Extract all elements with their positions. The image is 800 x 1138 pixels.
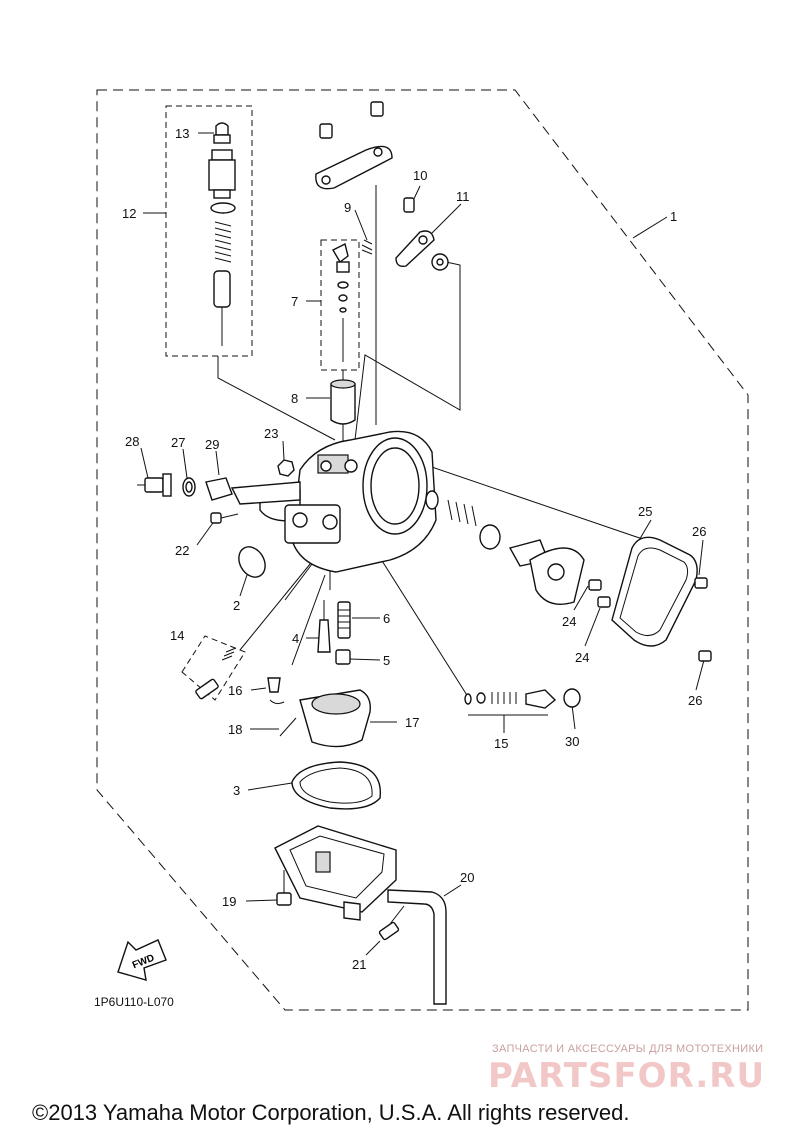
part-23-nut: [277, 459, 295, 477]
callout-26-lower: 26: [688, 693, 702, 708]
callout-2: 2: [233, 598, 240, 613]
callout-26-upper: 26: [692, 524, 706, 539]
part-14-screw-set: [195, 647, 237, 700]
part-13-cap: [213, 122, 231, 144]
callout-18: 18: [228, 722, 242, 737]
watermark-tagline: ЗАПЧАСТИ И АКСЕССУАРЫ ДЛЯ МОТОТЕХНИКИ: [492, 1043, 764, 1055]
callout-14: 14: [170, 628, 184, 643]
callout-6: 6: [383, 611, 390, 626]
group-box-7: [320, 239, 360, 371]
callout-27: 27: [171, 435, 185, 450]
part-4-jet: [317, 600, 331, 653]
callout-25: 25: [638, 504, 652, 519]
callout-7: 7: [291, 294, 298, 309]
callout-16: 16: [228, 683, 242, 698]
top-bracket: [315, 101, 393, 190]
part-17-float: [299, 689, 371, 748]
callout-24-upper: 24: [562, 614, 576, 629]
part-8-throttle-valve: [330, 379, 356, 425]
part-27-o-ring: [182, 477, 196, 497]
callout-17: 17: [405, 715, 419, 730]
part-11-washer: [431, 253, 449, 271]
callout-28: 28: [125, 434, 139, 449]
float-bowl: [274, 825, 397, 921]
choke-spring: [425, 490, 549, 567]
part-15-pilot-screw-set: [464, 689, 557, 709]
group-box-12: [165, 105, 253, 357]
part-9-spring: [361, 239, 373, 255]
callout-11: 11: [456, 189, 470, 204]
callout-9: 9: [344, 200, 351, 215]
part-28-screw: [137, 473, 172, 497]
callout-22: 22: [175, 543, 189, 558]
part-throttle-lever: [395, 230, 435, 268]
callout-20: 20: [460, 870, 474, 885]
part-19-screw: [276, 870, 292, 906]
callout-29: 29: [205, 437, 219, 452]
callout-4: 4: [292, 631, 299, 646]
callout-1: 1: [670, 209, 677, 224]
part-29-fitting: [205, 477, 301, 505]
callout-10: 10: [413, 168, 427, 183]
part-16-needle-valve: [267, 677, 285, 705]
watermark-logo: PARTSFOR.RU: [488, 1056, 766, 1096]
assembly-boundary: [96, 89, 749, 1011]
callout-15: 15: [494, 736, 508, 751]
choke-lever: [529, 547, 585, 605]
part-25-cover: [611, 536, 698, 647]
part-21-drain-screw: [378, 905, 405, 941]
copyright-notice: ©2013 Yamaha Motor Corporation, U.S.A. A…: [32, 1100, 630, 1125]
part-20-drain-hose: [387, 889, 447, 1005]
callout-8: 8: [291, 391, 298, 406]
callout-23: 23: [264, 426, 278, 441]
carburetor-body: [259, 430, 437, 573]
callout-12: 12: [122, 206, 136, 221]
part-22-screw: [210, 512, 239, 524]
part-3-float-bowl-gasket: [291, 761, 381, 810]
part-6-pilot-jet: [337, 601, 351, 639]
callout-5: 5: [383, 653, 390, 668]
part-5-main-jet: [335, 649, 351, 665]
part-18-float-pin: [279, 717, 297, 737]
diagram-code: 1P6U110-L070: [94, 995, 174, 1009]
callout-13: 13: [175, 126, 189, 141]
part-10-screw: [403, 197, 415, 213]
part-30-cap: [563, 688, 581, 708]
fwd-arrow: FWD: [117, 939, 167, 981]
callout-19: 19: [222, 894, 236, 909]
part-7-jet-needle: [332, 242, 350, 362]
callout-30: 30: [565, 734, 579, 749]
part-2-o-ring: [238, 546, 266, 578]
leader-lines: [140, 132, 705, 956]
callout-24-lower: 24: [575, 650, 589, 665]
part-12-needle-set: [208, 149, 236, 346]
part-26-screws: [694, 577, 712, 662]
callout-21: 21: [352, 957, 366, 972]
group-box-14: [181, 635, 246, 701]
callout-3: 3: [233, 783, 240, 798]
callout-labels: 1 2 3 4 5 6 7 8 9 10 11 12 13 14 15 16 1…: [122, 126, 706, 972]
part-24-plugs: [588, 579, 611, 608]
